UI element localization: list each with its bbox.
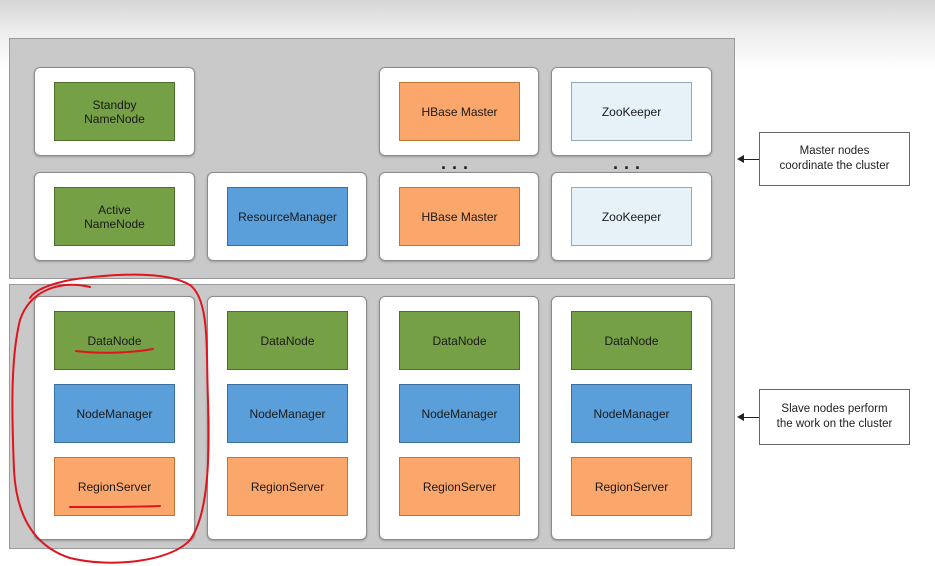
regionserver-4-label: RegionServer xyxy=(594,479,669,494)
regionserver-1: RegionServer xyxy=(54,457,175,516)
datanode-1: DataNode xyxy=(54,311,175,370)
hbase-master-top: HBase Master xyxy=(399,82,520,141)
datanode-2-label: DataNode xyxy=(260,333,315,348)
slave-note-arrow-line xyxy=(743,417,759,418)
nodemanager-3: NodeManager xyxy=(399,384,520,443)
slave-nodes-note-text: Slave nodes perform the work on the clus… xyxy=(776,403,893,430)
slave-nodes-note: Slave nodes perform the work on the clus… xyxy=(759,389,910,445)
regionserver-3: RegionServer xyxy=(399,457,520,516)
nodemanager-4-label: NodeManager xyxy=(593,406,670,421)
nodemanager-2-label: NodeManager xyxy=(249,406,326,421)
regionserver-2: RegionServer xyxy=(227,457,348,516)
regionserver-4: RegionServer xyxy=(571,457,692,516)
zookeeper-bottom-label: ZooKeeper xyxy=(601,209,662,224)
nodemanager-3-label: NodeManager xyxy=(421,406,498,421)
datanode-1-label: DataNode xyxy=(87,333,142,348)
resourcemanager: ResourceManager xyxy=(227,187,348,246)
regionserver-1-label: RegionServer xyxy=(77,479,152,494)
zookeeper-ellipsis: ... xyxy=(613,153,647,173)
hbase-master-top-label: HBase Master xyxy=(421,104,498,119)
zookeeper-bottom: ZooKeeper xyxy=(571,187,692,246)
datanode-4: DataNode xyxy=(571,311,692,370)
master-note-arrow-head xyxy=(737,155,744,163)
regionserver-2-label: RegionServer xyxy=(250,479,325,494)
master-nodes-note-text: Master nodes coordinate the cluster xyxy=(779,145,890,172)
slave-note-arrow-head xyxy=(737,413,744,421)
active-namenode-label: Active NameNode xyxy=(84,202,145,231)
nodemanager-4: NodeManager xyxy=(571,384,692,443)
master-nodes-note: Master nodes coordinate the cluster xyxy=(759,132,910,186)
regionserver-3-label: RegionServer xyxy=(422,479,497,494)
datanode-3-label: DataNode xyxy=(432,333,487,348)
hbase-master-bottom-label: HBase Master xyxy=(421,209,498,224)
standby-namenode-label: Standby NameNode xyxy=(84,97,145,126)
datanode-3: DataNode xyxy=(399,311,520,370)
master-note-arrow-line xyxy=(743,159,759,160)
nodemanager-1-label: NodeManager xyxy=(76,406,153,421)
datanode-4-label: DataNode xyxy=(604,333,659,348)
active-namenode: Active NameNode xyxy=(54,187,175,246)
nodemanager-1: NodeManager xyxy=(54,384,175,443)
hbase-master-bottom: HBase Master xyxy=(399,187,520,246)
nodemanager-2: NodeManager xyxy=(227,384,348,443)
resourcemanager-label: ResourceManager xyxy=(238,209,337,224)
zookeeper-top: ZooKeeper xyxy=(571,82,692,141)
zookeeper-top-label: ZooKeeper xyxy=(601,104,662,119)
hbase-master-ellipsis: ... xyxy=(441,153,475,173)
datanode-2: DataNode xyxy=(227,311,348,370)
standby-namenode: Standby NameNode xyxy=(54,82,175,141)
